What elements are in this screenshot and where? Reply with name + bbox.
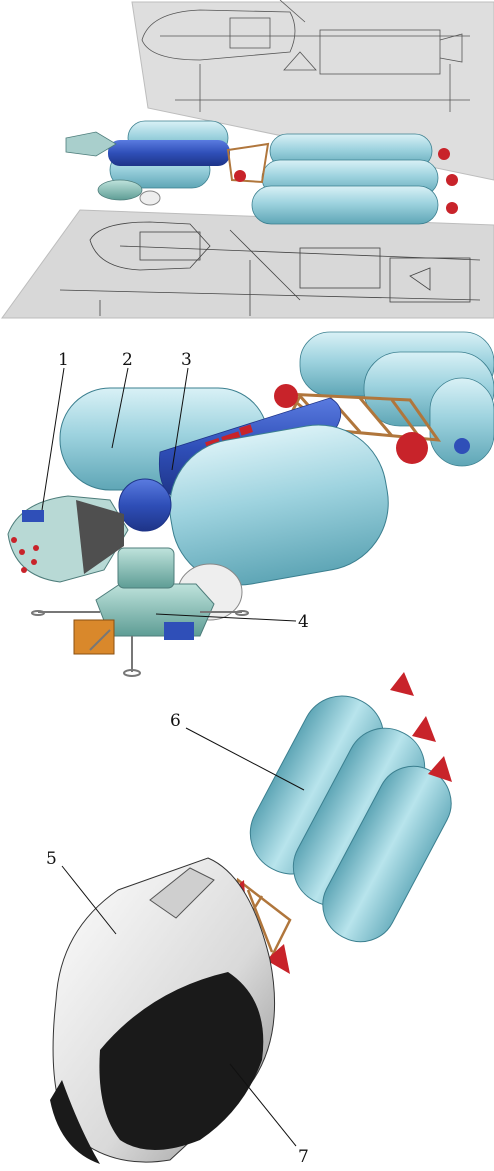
core-overview bbox=[108, 140, 230, 166]
callout-7: 7 bbox=[298, 1147, 309, 1167]
engine-overview-4 bbox=[234, 170, 246, 182]
callout-4: 4 bbox=[298, 612, 309, 632]
aeroshell-7-heatshield bbox=[99, 972, 264, 1150]
callout-2: 2 bbox=[122, 350, 133, 370]
drawing-lineart-floor bbox=[59, 221, 481, 316]
panel-detail: 1 2 3 4 bbox=[7, 331, 494, 677]
engine-detail-1 bbox=[274, 384, 298, 408]
engine-detail-2 bbox=[396, 432, 428, 464]
aeroshell-nose-dark bbox=[50, 1080, 100, 1164]
capsule-1-cone bbox=[76, 500, 124, 574]
engine-detail-3 bbox=[454, 438, 470, 454]
engine-overview-1 bbox=[438, 148, 450, 160]
tank-overview-right-3 bbox=[251, 185, 439, 225]
engine-aeroshell-2 bbox=[266, 944, 290, 974]
leader-lines-detail bbox=[41, 367, 297, 622]
sphere-overview bbox=[139, 190, 161, 206]
callout-6: 6 bbox=[170, 711, 181, 731]
callout-3: 3 bbox=[181, 350, 192, 370]
callout-1: 1 bbox=[58, 350, 69, 370]
tank-detail-back-3 bbox=[429, 377, 494, 467]
capsule-overview bbox=[65, 131, 117, 157]
model-overview bbox=[65, 120, 458, 225]
capsule-1-panel bbox=[22, 510, 44, 522]
drawing-lineart-back bbox=[141, 0, 470, 112]
core-3-detail-c bbox=[239, 424, 253, 436]
panel-overview bbox=[1, 0, 494, 319]
lander-legs bbox=[31, 610, 249, 677]
cargo-box bbox=[73, 619, 115, 655]
aeroshell-5-fin bbox=[149, 867, 215, 919]
capsule-1-thrusters bbox=[11, 537, 39, 573]
engine-overview-3 bbox=[446, 202, 458, 214]
truss-overview bbox=[226, 142, 270, 184]
engines-top bbox=[390, 672, 452, 782]
callout-5: 5 bbox=[46, 849, 57, 869]
tank-detail-front bbox=[169, 424, 389, 586]
docking-sphere bbox=[118, 478, 172, 532]
lander-overview bbox=[97, 179, 143, 201]
cargo-box-blue bbox=[164, 622, 194, 640]
leader-lines-aeroshell bbox=[61, 727, 305, 1147]
panel-aeroshell: 6 5 7 bbox=[46, 672, 452, 1167]
lander-4-top bbox=[117, 547, 175, 589]
engine-overview-2 bbox=[446, 174, 458, 186]
